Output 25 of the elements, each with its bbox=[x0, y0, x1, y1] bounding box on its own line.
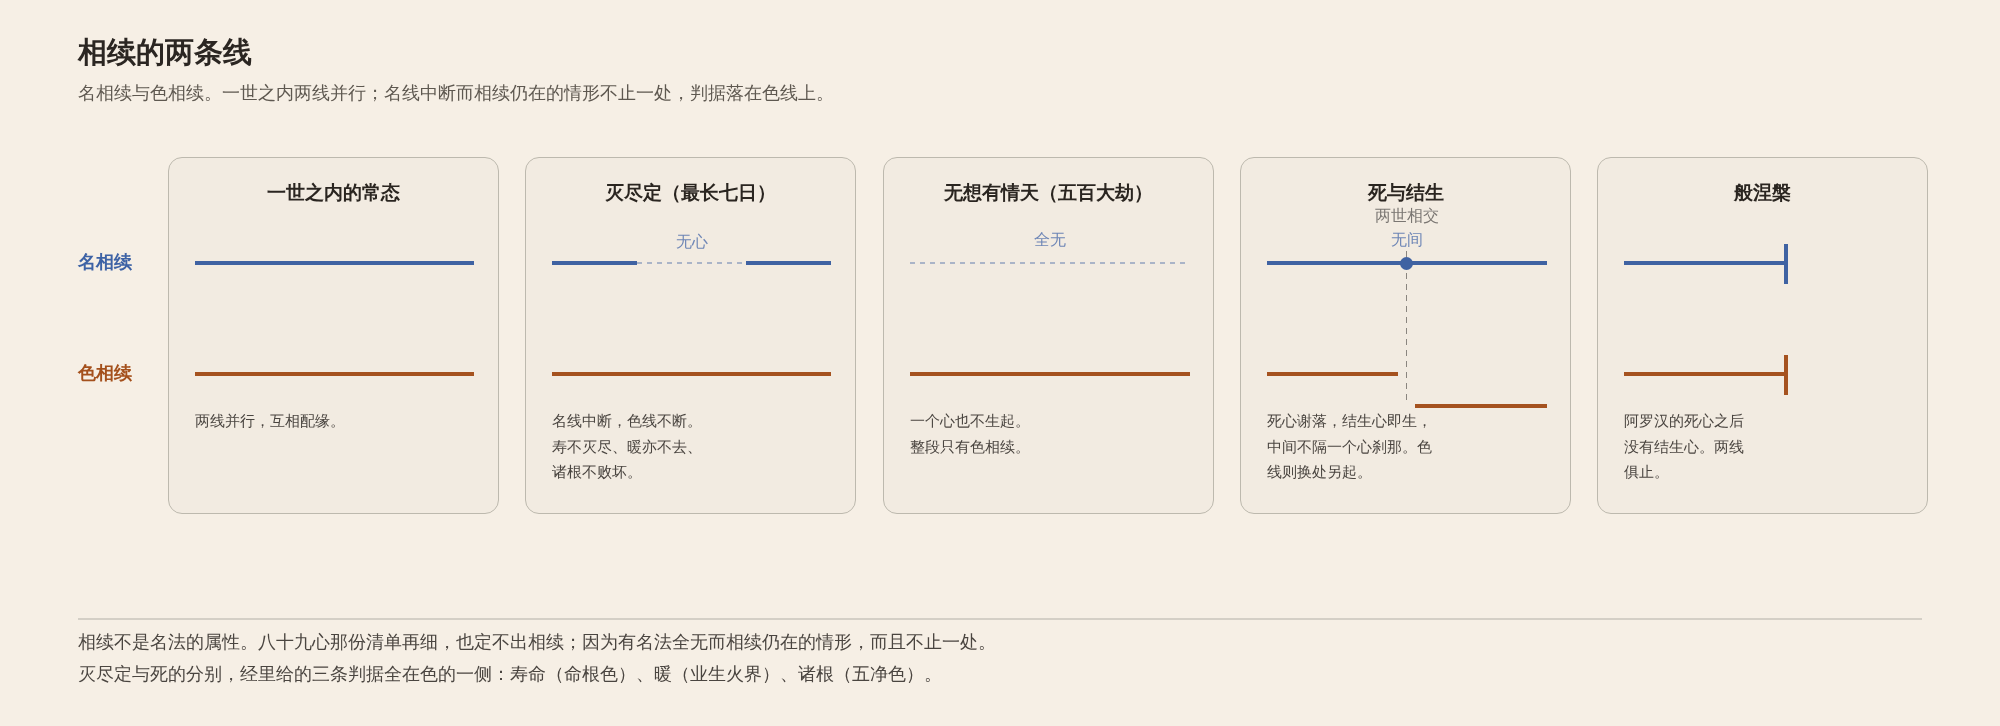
title: 相续的两条线 bbox=[78, 34, 252, 70]
panel-description: 两线并行，互相配缘。 bbox=[195, 411, 345, 432]
panel-heading: 灭尽定（最长七日） bbox=[605, 180, 776, 205]
panel-description: 一个心也不生起。整段只有色相续。 bbox=[910, 411, 1031, 458]
footnote: 相续不是名法的属性。八十九心那份清单再细，也定不出相续；因为有名法全无而相续仍在的情形，而且不止一处。 bbox=[78, 631, 996, 654]
line-note: 两世相交 bbox=[1374, 206, 1439, 226]
line-note: 全无 bbox=[1033, 230, 1066, 250]
panel-heading: 无想有情天（五百大劫） bbox=[944, 180, 1153, 205]
panel-heading: 一世之内的常态 bbox=[267, 180, 400, 205]
panel-description: 名线中断，色线不断。寿不灭尽、暖亦不去、诸根不败坏。 bbox=[552, 411, 703, 483]
line-note: 无间 bbox=[1390, 230, 1423, 250]
row-label: 色相续 bbox=[78, 361, 132, 385]
panel-heading: 般涅槃 bbox=[1734, 180, 1791, 205]
panel-card bbox=[883, 157, 1214, 514]
row-label: 名相续 bbox=[78, 250, 132, 274]
panel-description: 阿罗汉的死心之后没有结生心。两线俱止。 bbox=[1624, 411, 1745, 483]
panel-card bbox=[1597, 157, 1928, 514]
subtitle: 名相续与色相续。一世之内两线并行；名线中断而相续仍在的情形不止一处，判据落在色线上。 bbox=[78, 81, 834, 105]
panel-description: 死心谢落，结生心即生，中间不隔一个心刹那。色线则换处另起。 bbox=[1267, 411, 1433, 483]
footnote: 灭尽定与死的分别，经里给的三条判据全在色的一侧：寿命（命根色）、暖（业生火界）、诸根（五净色）。 bbox=[78, 663, 942, 686]
panel-heading: 死与结生 bbox=[1367, 180, 1444, 205]
panel-card bbox=[1240, 157, 1571, 514]
panel-card bbox=[525, 157, 856, 514]
panel-card bbox=[168, 157, 499, 514]
line-note: 无心 bbox=[675, 232, 708, 252]
